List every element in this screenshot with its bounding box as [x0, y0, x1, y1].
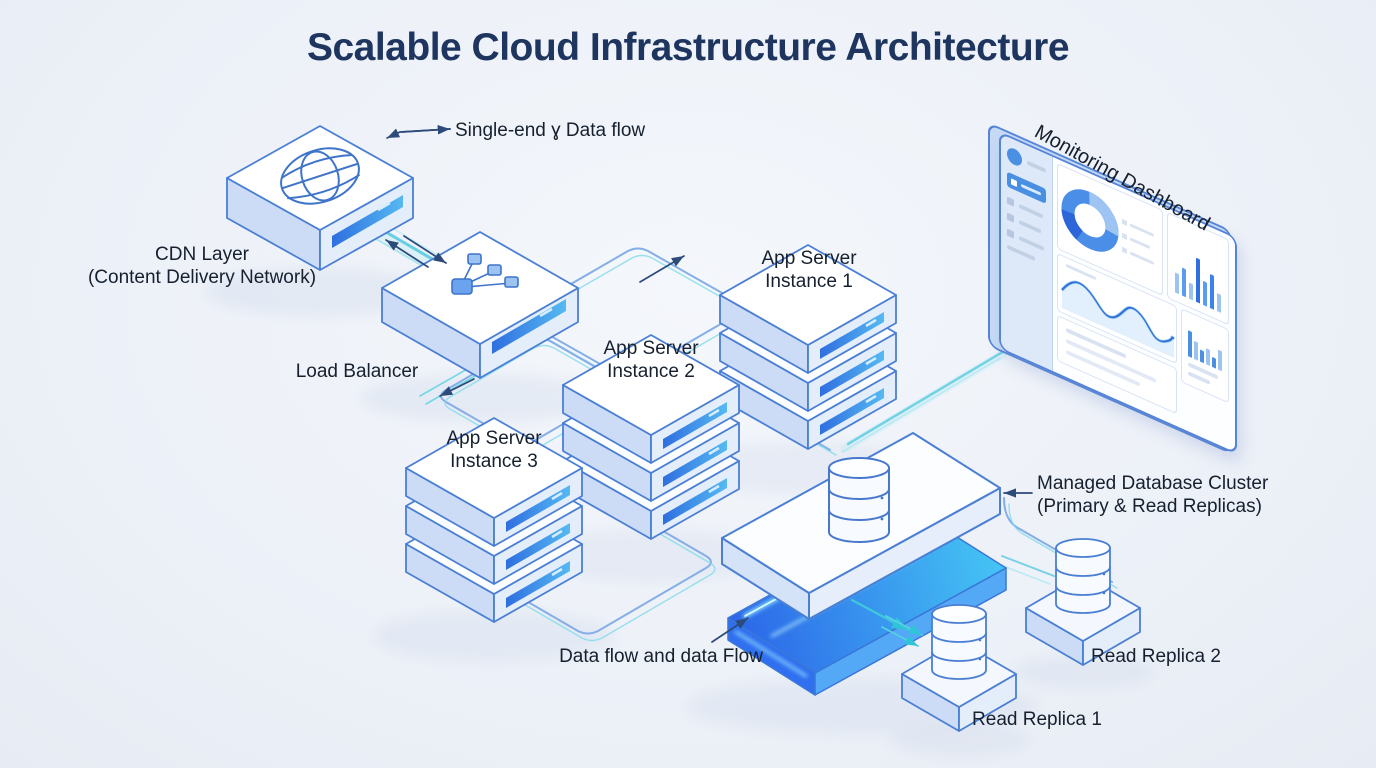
dashboard-sidebar [1001, 133, 1053, 372]
app-server-2-label: App Server Instance 2 [603, 338, 699, 382]
avatar [1007, 145, 1023, 169]
monitoring-dashboard-panel [999, 131, 1237, 455]
database-cylinder-icon [828, 457, 890, 543]
app-server-3-label: App Server Instance 3 [446, 428, 542, 472]
branch-network-icon [451, 253, 519, 295]
app-server-1-label: App Server Instance 1 [761, 248, 857, 292]
annotation-top-flow: Single-end ɣ Data flow [455, 120, 646, 141]
app-server-stack-1 [719, 244, 897, 450]
read-replica-2-label: Read Replica 2 [1091, 646, 1221, 667]
app-server-stack-3 [405, 417, 583, 623]
dashboard-content [1053, 157, 1235, 453]
read-replica-1-node [901, 604, 1017, 732]
cdn-node [226, 125, 414, 271]
donut-chart [1057, 162, 1163, 297]
read-replica-1-label: Read Replica 1 [972, 709, 1102, 730]
read-replica-2-node [1025, 538, 1141, 666]
database-cluster-label: Managed Database Cluster (Primary & Read… [1037, 473, 1269, 517]
area-chart [1057, 252, 1177, 365]
load-balancer-label: Load Balancer [295, 361, 419, 382]
page-title: Scalable Cloud Infrastructure Architectu… [306, 26, 1070, 69]
replication-arrows [850, 598, 923, 647]
globe-icon [280, 147, 361, 205]
annotation-arrows [385, 125, 1033, 643]
cdn-label: CDN Layer (Content Delivery Network) [87, 244, 317, 288]
app-server-stack-2 [562, 334, 740, 540]
load-balancer-node [381, 231, 579, 379]
annotation-bottom-flow: Data flow and data Flow [559, 646, 763, 667]
